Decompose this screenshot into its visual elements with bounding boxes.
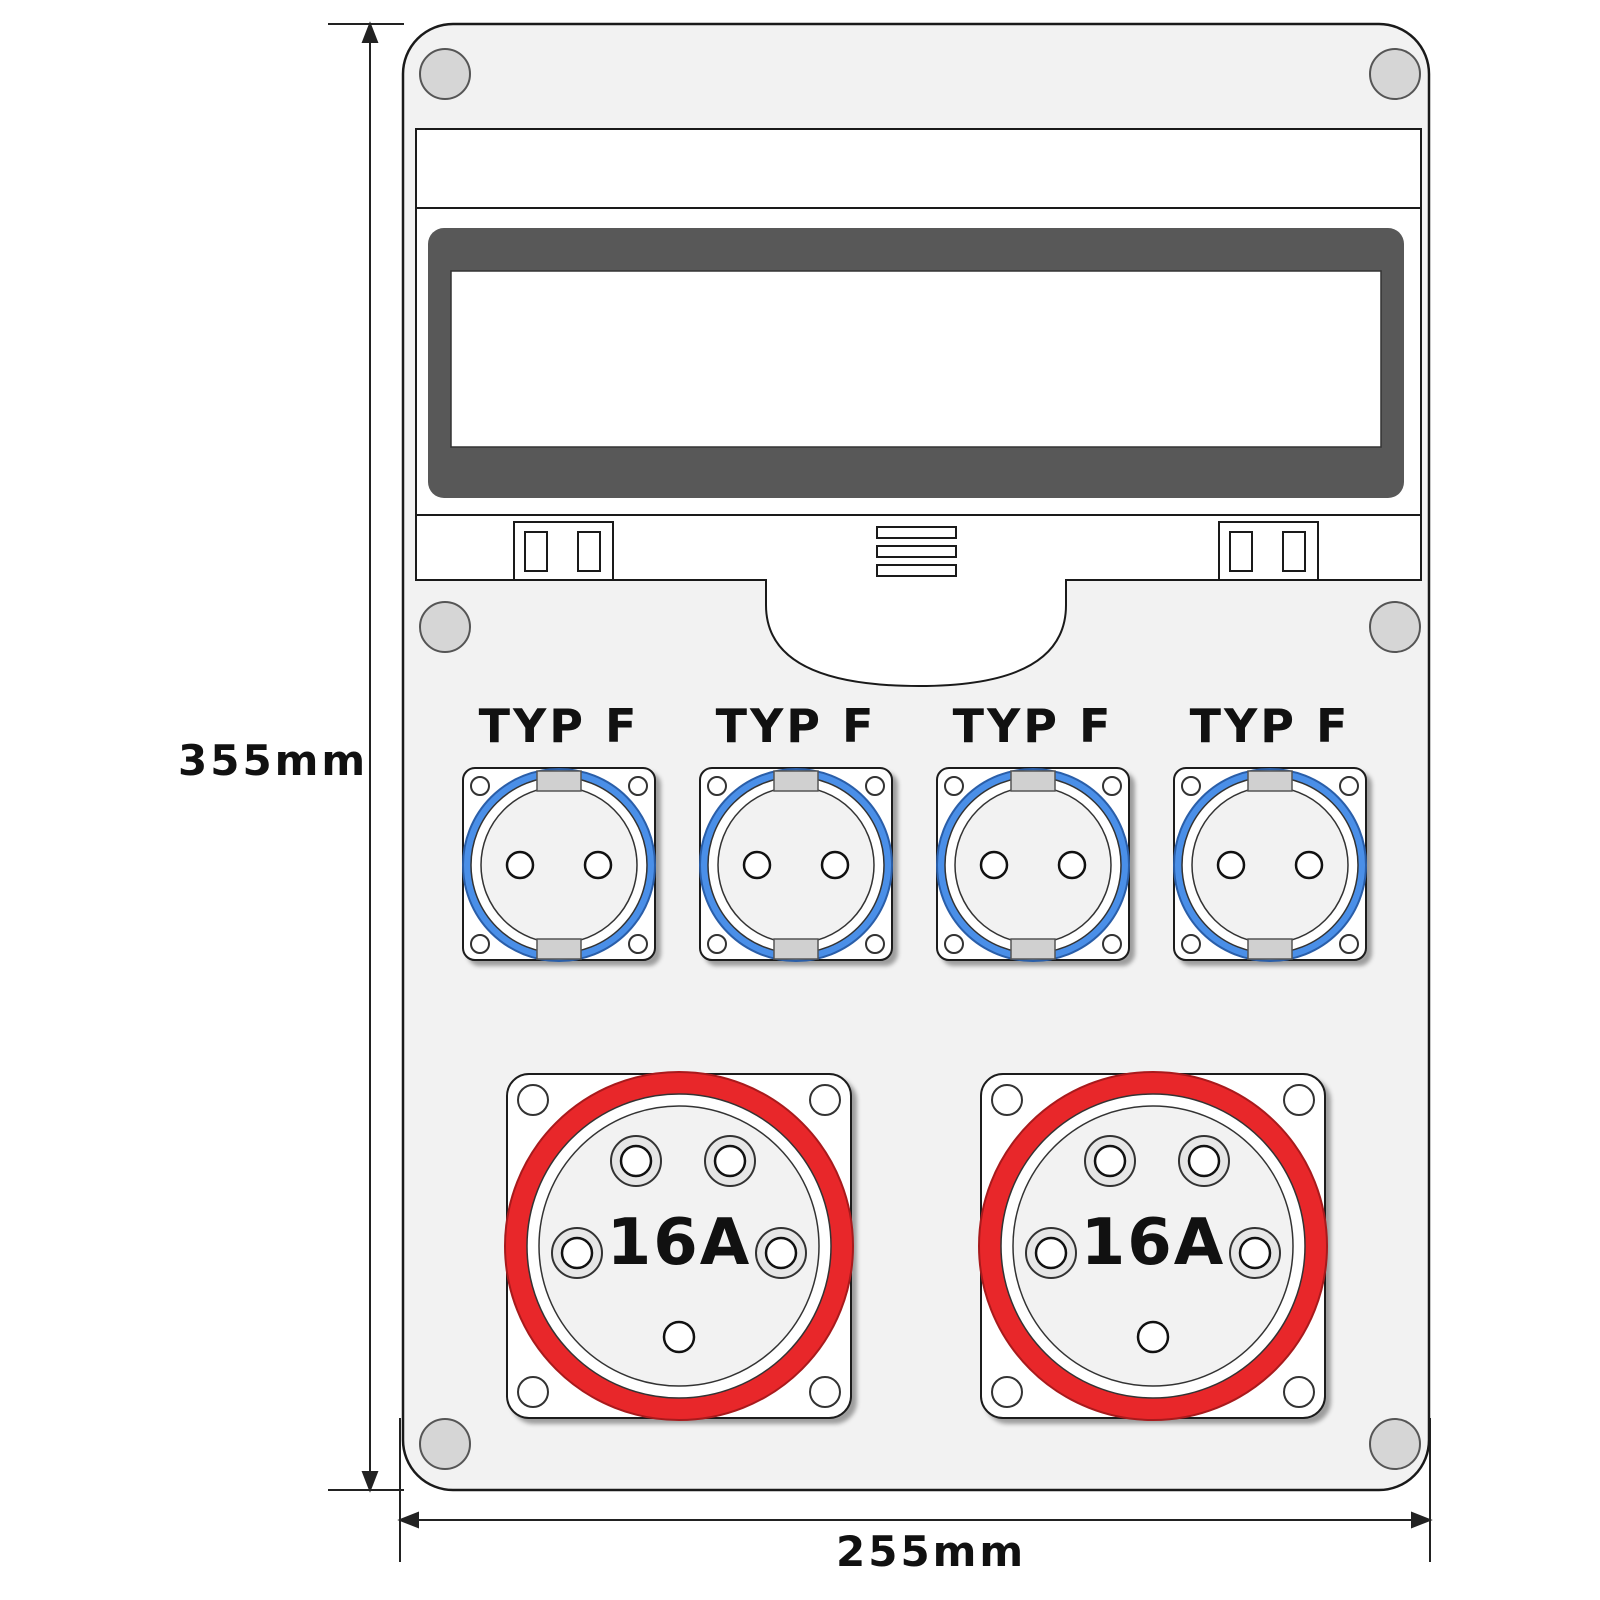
earth-clip-icon bbox=[536, 938, 582, 960]
screw-hole-icon bbox=[1102, 934, 1122, 954]
screw-hole-icon bbox=[1283, 1376, 1315, 1408]
pin-hole-icon bbox=[505, 850, 535, 880]
cee-socket: 16A bbox=[504, 1071, 854, 1421]
socket-face bbox=[1191, 786, 1349, 944]
pin-hole-icon bbox=[713, 1144, 747, 1178]
screw-hole-icon bbox=[517, 1376, 549, 1408]
breaker-housing bbox=[415, 128, 1422, 688]
earth-pin-hole-icon bbox=[662, 1320, 696, 1354]
right-latch-icon bbox=[1218, 521, 1319, 581]
screw-hole-icon bbox=[944, 776, 964, 796]
height-label: 355mm bbox=[178, 736, 368, 785]
screw-hole-icon bbox=[628, 776, 648, 796]
pin-hole-icon bbox=[560, 1236, 594, 1270]
mount-hole-icon bbox=[1369, 601, 1421, 653]
pin-hole-icon bbox=[583, 850, 613, 880]
schuko-sockets: TYP F TYP F TYP F TYP F bbox=[462, 699, 1367, 962]
screw-hole-icon bbox=[517, 1084, 549, 1116]
screw-hole-icon bbox=[628, 934, 648, 954]
amperage-label: 16A bbox=[1081, 1206, 1226, 1280]
schuko-socket: TYP F bbox=[699, 699, 893, 962]
earth-clip-icon bbox=[773, 938, 819, 960]
earth-pin-hole-icon bbox=[1136, 1320, 1170, 1354]
screw-hole-icon bbox=[991, 1084, 1023, 1116]
socket-face bbox=[480, 786, 638, 944]
pin-hole-icon bbox=[820, 850, 850, 880]
earth-clip-icon bbox=[536, 770, 582, 792]
earth-clip-icon bbox=[1010, 770, 1056, 792]
pin-hole-icon bbox=[1187, 1144, 1221, 1178]
schuko-socket: TYP F bbox=[1173, 699, 1367, 962]
width-label: 255mm bbox=[836, 1527, 1026, 1576]
screw-hole-icon bbox=[1339, 776, 1359, 796]
width-dimension bbox=[397, 1418, 1433, 1562]
cee-socket: 16A bbox=[978, 1071, 1328, 1421]
screw-hole-icon bbox=[865, 934, 885, 954]
breaker-window bbox=[450, 270, 1382, 448]
pin-hole-icon bbox=[619, 1144, 653, 1178]
screw-hole-icon bbox=[1181, 934, 1201, 954]
mount-hole-icon bbox=[1369, 1418, 1421, 1470]
schuko-socket: TYP F bbox=[462, 699, 656, 962]
pin-hole-icon bbox=[1093, 1144, 1127, 1178]
screw-hole-icon bbox=[865, 776, 885, 796]
pin-hole-icon bbox=[764, 1236, 798, 1270]
screw-hole-icon bbox=[1181, 776, 1201, 796]
schuko-socket: TYP F bbox=[936, 699, 1130, 962]
pin-hole-icon bbox=[1057, 850, 1087, 880]
screw-hole-icon bbox=[470, 934, 490, 954]
screw-hole-icon bbox=[1339, 934, 1359, 954]
pin-hole-icon bbox=[1238, 1236, 1272, 1270]
screw-hole-icon bbox=[991, 1376, 1023, 1408]
earth-clip-icon bbox=[1247, 938, 1293, 960]
screw-hole-icon bbox=[944, 934, 964, 954]
pin-hole-icon bbox=[979, 850, 1009, 880]
screw-hole-icon bbox=[809, 1376, 841, 1408]
socket-type-label: TYP F bbox=[1190, 699, 1351, 753]
pin-hole-icon bbox=[1294, 850, 1324, 880]
pin-hole-icon bbox=[1216, 850, 1246, 880]
mount-hole-icon bbox=[419, 48, 471, 100]
pin-hole-icon bbox=[742, 850, 772, 880]
socket-type-label: TYP F bbox=[479, 699, 640, 753]
left-latch-icon bbox=[513, 521, 614, 581]
screw-hole-icon bbox=[470, 776, 490, 796]
screw-hole-icon bbox=[1102, 776, 1122, 796]
socket-type-label: TYP F bbox=[953, 699, 1114, 753]
earth-clip-icon bbox=[1010, 938, 1056, 960]
cee-sockets: 16A 16A bbox=[504, 1071, 1328, 1421]
socket-face bbox=[717, 786, 875, 944]
height-dimension bbox=[328, 21, 404, 1493]
screw-hole-icon bbox=[1283, 1084, 1315, 1116]
grip-icon bbox=[876, 526, 957, 577]
mount-holes bbox=[419, 48, 1421, 1470]
earth-clip-icon bbox=[1247, 770, 1293, 792]
socket-face bbox=[954, 786, 1112, 944]
screw-hole-icon bbox=[707, 934, 727, 954]
mount-hole-icon bbox=[419, 601, 471, 653]
mount-hole-icon bbox=[419, 1418, 471, 1470]
mount-hole-icon bbox=[1369, 48, 1421, 100]
amperage-label: 16A bbox=[607, 1206, 752, 1280]
socket-type-label: TYP F bbox=[716, 699, 877, 753]
pin-hole-icon bbox=[1034, 1236, 1068, 1270]
earth-clip-icon bbox=[773, 770, 819, 792]
screw-hole-icon bbox=[809, 1084, 841, 1116]
screw-hole-icon bbox=[707, 776, 727, 796]
